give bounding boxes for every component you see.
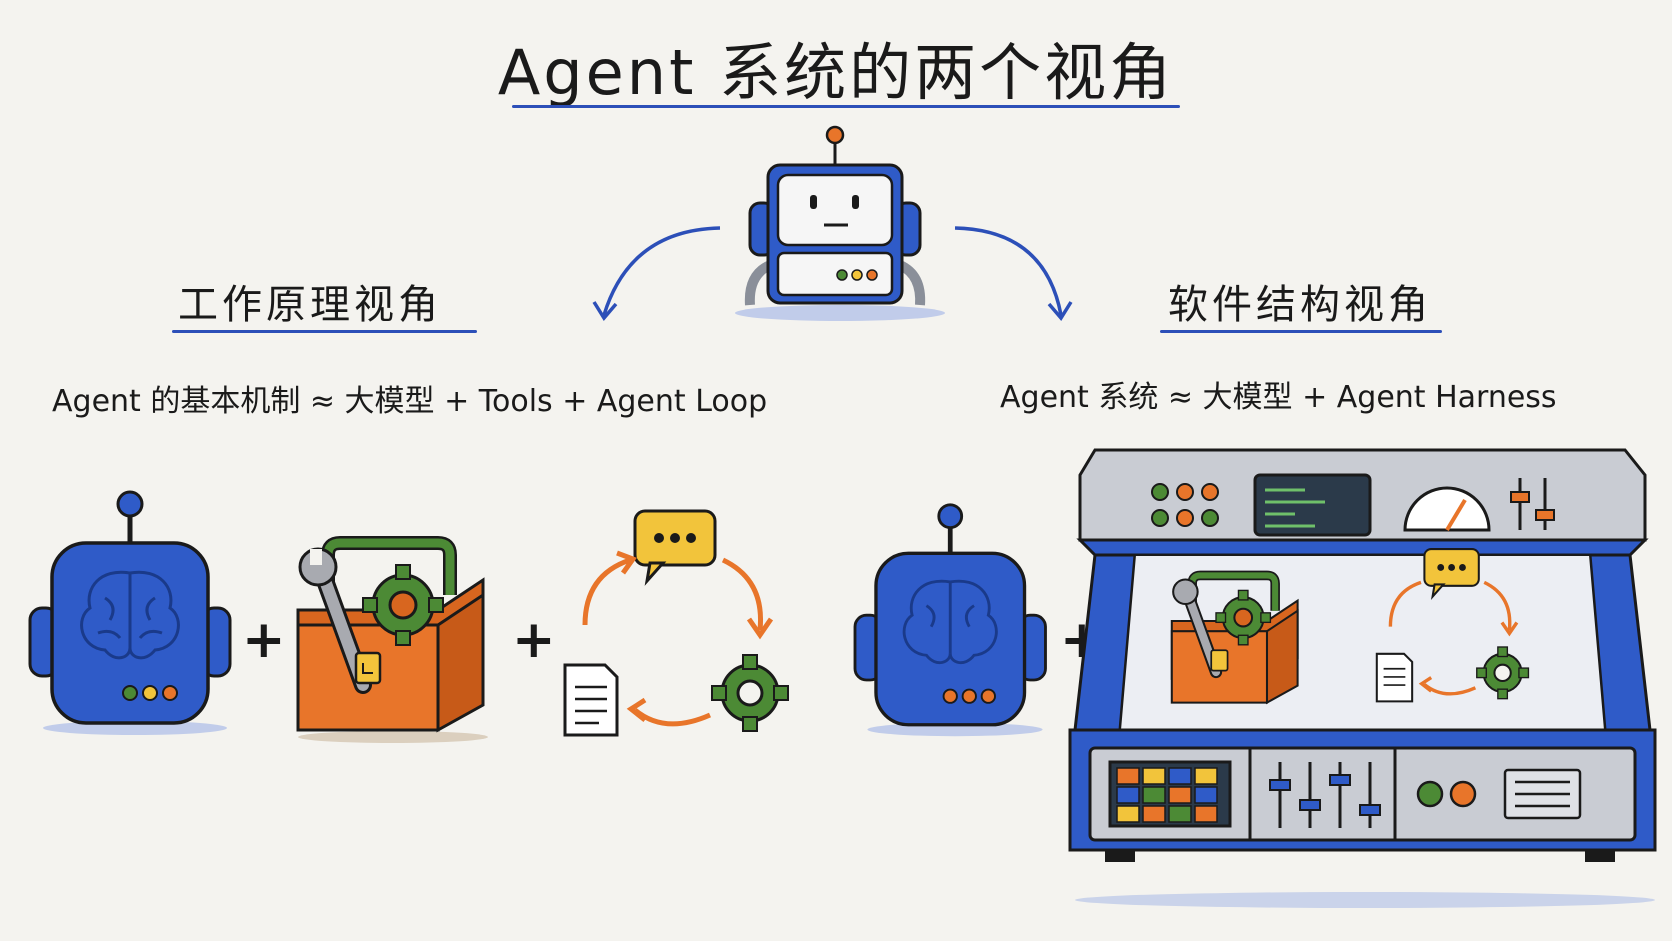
- terminal-screen-icon: [1253, 473, 1372, 537]
- brain-robot-icon: [853, 503, 1047, 737]
- gear-icon: [1476, 646, 1530, 700]
- left-formula: Agent 的基本机制 ≈ 大模型 + Tools + Agent Loop: [52, 384, 768, 419]
- gauge-icon: [1403, 486, 1491, 532]
- title-underline: [512, 105, 1180, 108]
- brain-robot-icon: [28, 490, 232, 735]
- left-curved-arrow: [592, 226, 721, 321]
- right-heading: 软件结构视角: [1168, 282, 1432, 328]
- gear-icon: [1215, 589, 1272, 646]
- harness-machine-icon: [1068, 448, 1657, 908]
- right-formula: Agent 系统 ≈ 大模型 + Agent Harness: [1000, 380, 1557, 415]
- chat-bubble-icon: [1423, 548, 1480, 601]
- gear-icon: [362, 564, 444, 646]
- left-heading-underline: [172, 330, 477, 333]
- robot-icon: [735, 125, 945, 321]
- document-icon: [1375, 652, 1414, 703]
- plus-sign-2: +: [512, 610, 556, 670]
- left-heading: 工作原理视角: [178, 282, 442, 328]
- loop-arrows-icon: [563, 509, 789, 737]
- document-icon: [563, 663, 619, 737]
- plus-sign-1: +: [242, 610, 286, 670]
- chat-bubble-icon: [633, 509, 717, 586]
- page-title: Agent 系统的两个视角: [497, 36, 1175, 109]
- toolbox-icon: [296, 536, 488, 743]
- right-curved-arrow: [954, 226, 1073, 321]
- right-heading-underline: [1160, 330, 1442, 333]
- gear-icon: [711, 654, 789, 732]
